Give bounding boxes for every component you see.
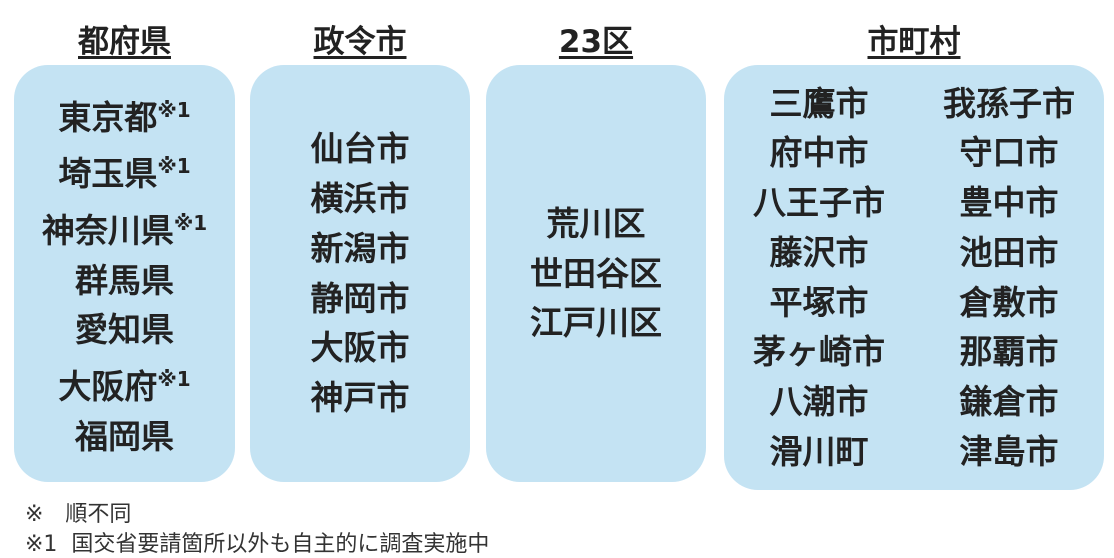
item-name: 八潮市 (769, 381, 869, 421)
item-name: 江戸川区 (530, 303, 662, 343)
list-item: 八潮市 (770, 377, 869, 427)
item-name: 池田市 (959, 232, 1059, 272)
wards-box: 荒川区世田谷区江戸川区 (486, 65, 706, 482)
list-item: 三鷹市 (770, 79, 869, 129)
list-item: 新潟市 (311, 224, 410, 274)
list-item: 江戸川区 (530, 298, 662, 348)
item-name: 津島市 (959, 431, 1059, 471)
list-item: 鎌倉市 (960, 377, 1059, 427)
list-item: 大阪市 (311, 323, 410, 373)
list-item: 荒川区 (547, 199, 646, 249)
note-unordered: ※ 順不同 (25, 502, 132, 527)
item-name: 我孫子市 (943, 83, 1075, 123)
list-item: 世田谷区 (530, 249, 662, 299)
list-item: 埼玉県※1 (58, 142, 190, 199)
list-item: 滑川町 (770, 427, 869, 477)
item-name: 神戸市 (310, 377, 410, 417)
list-item: 神戸市 (311, 373, 410, 423)
list-item: 横浜市 (311, 174, 410, 224)
list-item: 平塚市 (770, 278, 869, 328)
note-1-voluntary: ※1 国交省要請箇所以外も自主的に調査実施中 (25, 532, 490, 557)
footnote-mark: ※1 (173, 210, 208, 235)
heading-designated-cities: 政令市 (313, 24, 407, 60)
item-name: 世田谷区 (530, 253, 662, 293)
item-name: 大阪市 (310, 328, 410, 368)
list-item: 我孫子市 (943, 79, 1075, 129)
footnote-mark: ※1 (157, 97, 191, 122)
item-name: 仙台市 (310, 129, 410, 169)
item-name: 平塚市 (769, 282, 869, 322)
municipalities-right-column: 我孫子市守口市豊中市池田市倉敷市那覇市鎌倉市津島市 (943, 79, 1075, 477)
item-name: 鎌倉市 (959, 381, 1059, 421)
item-name: 東京都 (58, 97, 158, 137)
list-item: 仙台市 (311, 124, 410, 174)
list-item: 池田市 (960, 228, 1059, 278)
municipalities-left-column: 三鷹市府中市八王子市藤沢市平塚市茅ヶ崎市八潮市滑川町 (753, 79, 885, 477)
list-item: 大阪府※1 (58, 355, 190, 412)
list-item: 那覇市 (960, 327, 1059, 377)
item-name: 横浜市 (310, 179, 410, 219)
item-name: 愛知県 (75, 310, 174, 350)
heading-municipalities: 市町村 (867, 24, 961, 60)
heading-prefectures: 都府県 (78, 24, 171, 60)
item-name: 府中市 (769, 133, 869, 173)
list-item: 茅ヶ崎市 (753, 327, 885, 377)
footnote-mark: ※1 (157, 367, 191, 392)
item-name: 荒川区 (546, 203, 646, 243)
list-item: 群馬県 (75, 256, 174, 306)
list-item: 福岡県 (75, 412, 174, 462)
item-name: 八王子市 (753, 183, 885, 223)
item-name: 藤沢市 (769, 232, 869, 272)
heading-23-wards: 23区 (558, 24, 634, 60)
item-name: 静岡市 (310, 278, 410, 318)
item-name: 大阪府 (58, 367, 158, 407)
item-name: 守口市 (959, 133, 1059, 173)
item-name: 埼玉県 (58, 154, 158, 194)
municipalities-box: 三鷹市府中市八王子市藤沢市平塚市茅ヶ崎市八潮市滑川町 我孫子市守口市豊中市池田市… (724, 65, 1104, 490)
item-name: 新潟市 (310, 228, 410, 268)
list-item: 静岡市 (311, 274, 410, 324)
list-item: 津島市 (960, 427, 1059, 477)
item-name: 倉敷市 (959, 282, 1059, 322)
list-item: 東京都※1 (58, 86, 190, 143)
list-item: 府中市 (770, 128, 869, 178)
item-name: 群馬県 (75, 260, 174, 300)
item-name: 神奈川県 (41, 210, 174, 250)
list-item: 倉敷市 (960, 278, 1059, 328)
item-name: 福岡県 (75, 416, 174, 456)
list-item: 豊中市 (960, 178, 1059, 228)
footnote-mark: ※1 (157, 154, 191, 179)
item-name: 三鷹市 (769, 83, 869, 123)
item-name: 那覇市 (959, 332, 1059, 372)
item-name: 茅ヶ崎市 (753, 332, 885, 372)
item-name: 滑川町 (769, 431, 869, 471)
list-item: 八王子市 (753, 178, 885, 228)
list-item: 愛知県 (75, 305, 174, 355)
designated-cities-box: 仙台市横浜市新潟市静岡市大阪市神戸市 (250, 65, 470, 482)
list-item: 守口市 (960, 128, 1059, 178)
list-item: 神奈川県※1 (42, 199, 207, 256)
list-item: 藤沢市 (770, 228, 869, 278)
item-name: 豊中市 (959, 183, 1059, 223)
